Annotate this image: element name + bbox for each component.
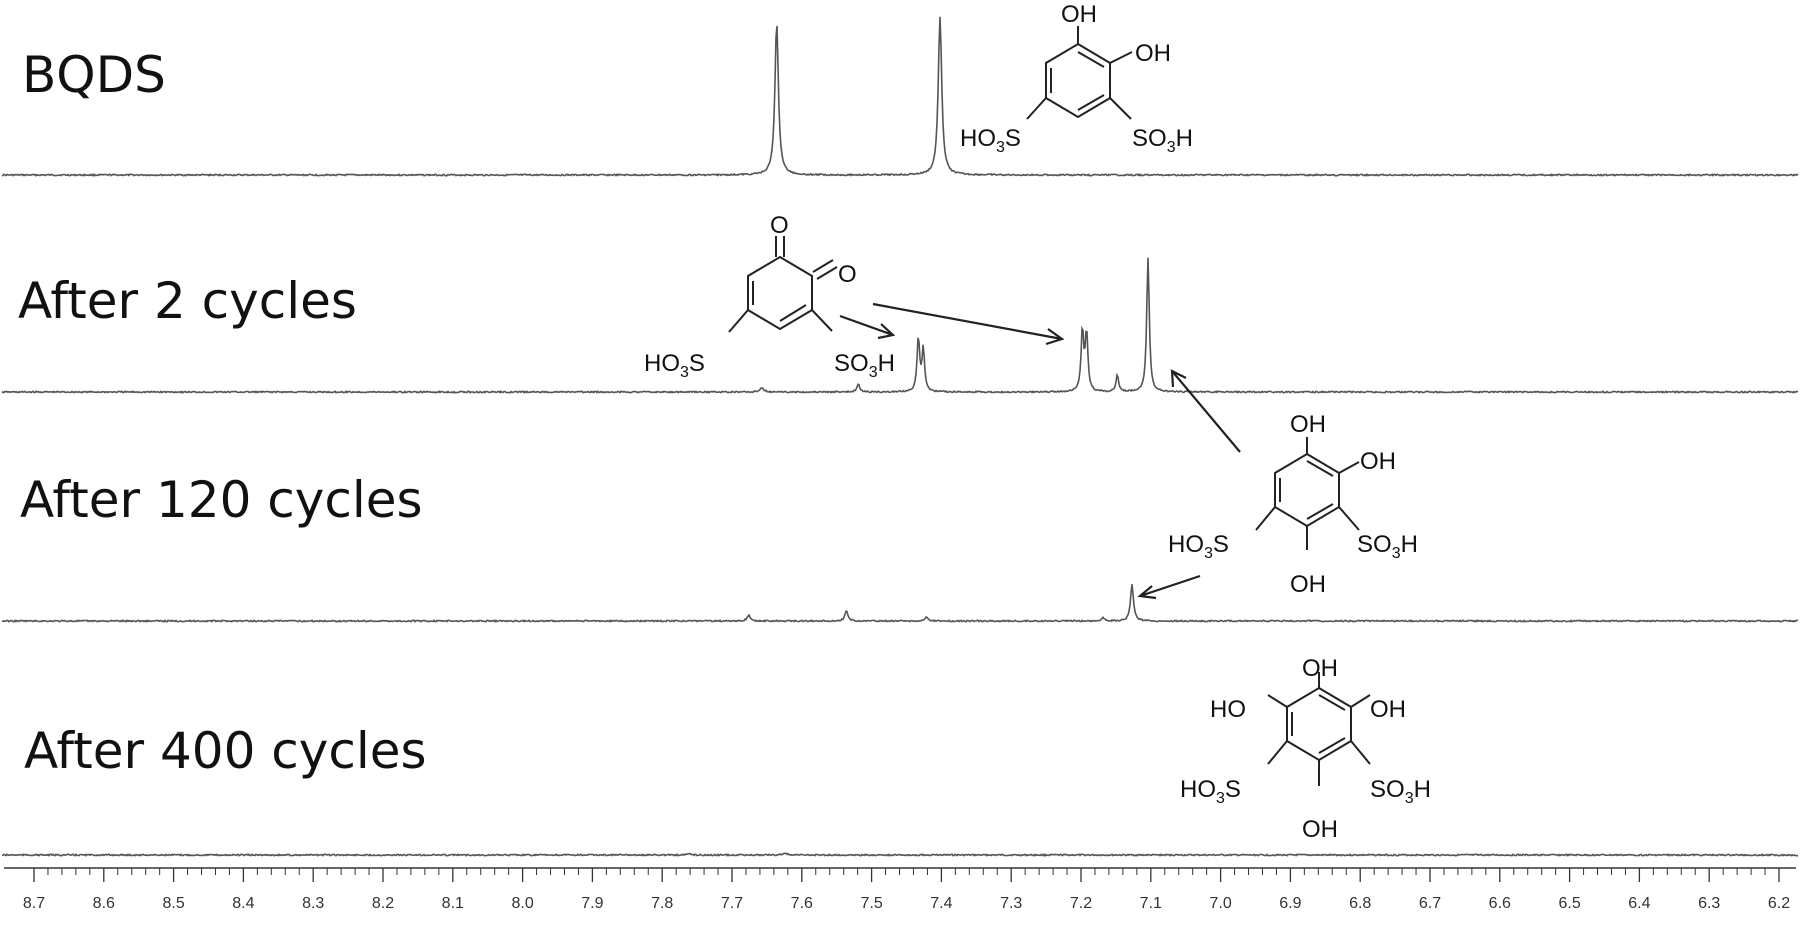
x-tick-label: 8.2	[372, 895, 394, 912]
trihydroxy-oh-top: OH	[1290, 411, 1326, 438]
x-tick-label: 8.0	[511, 895, 533, 912]
tetrahydroxy-ring-double-bonds	[1291, 694, 1346, 754]
bqds-ring	[1045, 42, 1111, 119]
x-tick-label: 8.4	[232, 895, 254, 912]
bqds-ring-double-bonds	[1050, 51, 1105, 111]
tetrahydroxy-oh-right: OH	[1370, 696, 1406, 723]
x-axis-ticks: 8.7 8.6 8.5 8.4 8.3 8.2 8.1 8.0 7.9 7.8 7.7 7.6 7.5 7…	[23, 868, 1790, 912]
x-tick-label: 6.8	[1349, 895, 1371, 912]
bqds-oh-right: OH	[1135, 40, 1171, 67]
structure-tetrahydroxy: OH HO OH OH HO3S SO3H	[1180, 655, 1431, 843]
x-tick-label: 7.7	[721, 895, 743, 912]
x-tick-label: 6.4	[1628, 895, 1650, 912]
panel-label-after-2-cycles: After 2 cycles	[18, 272, 357, 330]
x-axis: 8.7 8.6 8.5 8.4 8.3 8.2 8.1 8.0 7.9 7.8 7.7 7.6 7.5 7…	[4, 867, 1796, 912]
x-tick-label: 7.6	[791, 895, 813, 912]
quinone-right-group: SO3H	[834, 350, 895, 381]
quinone-carbonyl-bonds	[775, 236, 838, 280]
spectrum-trace-after-400-cycles	[1, 852, 1799, 857]
bqds-left-group: HO3S	[960, 125, 1021, 156]
panel-label-after-400-cycles: After 400 cycles	[24, 722, 427, 780]
spectrum-trace-after-120-cycles	[1, 584, 1799, 623]
trihydroxy-ring-double-bonds	[1279, 460, 1334, 520]
panel-label-bqds: BQDS	[22, 46, 166, 104]
tetrahydroxy-right-group: SO3H	[1370, 776, 1431, 807]
quinone-left-group: HO3S	[644, 350, 705, 381]
x-tick-label: 8.1	[442, 895, 464, 912]
tetrahydroxy-oh-left: HO	[1210, 696, 1246, 723]
arrow-trihydroxy-to-7-10	[1170, 369, 1241, 453]
spectrum-trace-after-2-cycles	[1, 257, 1799, 394]
tetrahydroxy-ring	[1286, 686, 1352, 762]
x-tick-label: 8.5	[162, 895, 184, 912]
quinone-o-right: O	[838, 261, 857, 288]
tetrahydroxy-substituent-bonds	[1267, 672, 1371, 786]
trihydroxy-substituent-bonds	[1255, 437, 1360, 550]
x-tick-label: 7.5	[860, 895, 882, 912]
panel-label-after-120-cycles: After 120 cycles	[20, 471, 423, 529]
x-tick-label: 6.6	[1489, 895, 1511, 912]
assignment-arrows	[839, 302, 1241, 600]
structure-bqds: OH OH HO3S SO3H	[960, 1, 1193, 156]
x-tick-label: 6.7	[1419, 895, 1441, 912]
tetrahydroxy-left-group: HO3S	[1180, 776, 1241, 807]
arrow-quinone-to-7-20	[872, 302, 1065, 346]
x-tick-label: 7.8	[651, 895, 673, 912]
tetrahydroxy-oh-bottom: OH	[1302, 816, 1338, 843]
x-tick-label: 6.3	[1698, 895, 1720, 912]
x-tick-label: 7.3	[1000, 895, 1022, 912]
arrow-trihydroxy-to-7-13	[1137, 574, 1201, 600]
trihydroxy-oh-right: OH	[1360, 448, 1396, 475]
x-tick-label: 6.9	[1279, 895, 1301, 912]
trihydroxy-ring	[1274, 452, 1340, 528]
arrow-quinone-to-7-43	[839, 314, 896, 340]
structure-quinone: O O HO3S SO3H	[644, 212, 895, 381]
bqds-right-group: SO3H	[1132, 125, 1193, 156]
x-tick-label: 8.6	[93, 895, 115, 912]
quinone-ring	[747, 255, 813, 331]
quinone-substituent-bonds	[728, 309, 833, 333]
x-tick-label: 6.2	[1768, 895, 1790, 912]
x-tick-label: 6.5	[1558, 895, 1580, 912]
x-tick-label: 8.3	[302, 895, 324, 912]
quinone-ring-double-bonds	[752, 281, 807, 322]
x-tick-label: 7.4	[930, 895, 952, 912]
trihydroxy-left-group: HO3S	[1168, 531, 1229, 562]
trihydroxy-right-group: SO3H	[1357, 531, 1418, 562]
x-tick-label: 7.9	[581, 895, 603, 912]
tetrahydroxy-oh-top: OH	[1302, 655, 1338, 682]
quinone-o-top: O	[770, 212, 789, 239]
spectrum-trace-bqds	[1, 16, 1799, 177]
x-tick-label: 7.0	[1209, 895, 1231, 912]
x-tick-label: 7.2	[1070, 895, 1092, 912]
x-tick-label: 8.7	[23, 895, 45, 912]
bqds-oh-top: OH	[1061, 1, 1097, 28]
trihydroxy-oh-bottom: OH	[1290, 571, 1326, 598]
x-tick-label: 7.1	[1140, 895, 1162, 912]
structure-trihydroxy: OH OH OH HO3S SO3H	[1168, 411, 1418, 598]
bqds-substituent-bonds	[1026, 26, 1133, 120]
